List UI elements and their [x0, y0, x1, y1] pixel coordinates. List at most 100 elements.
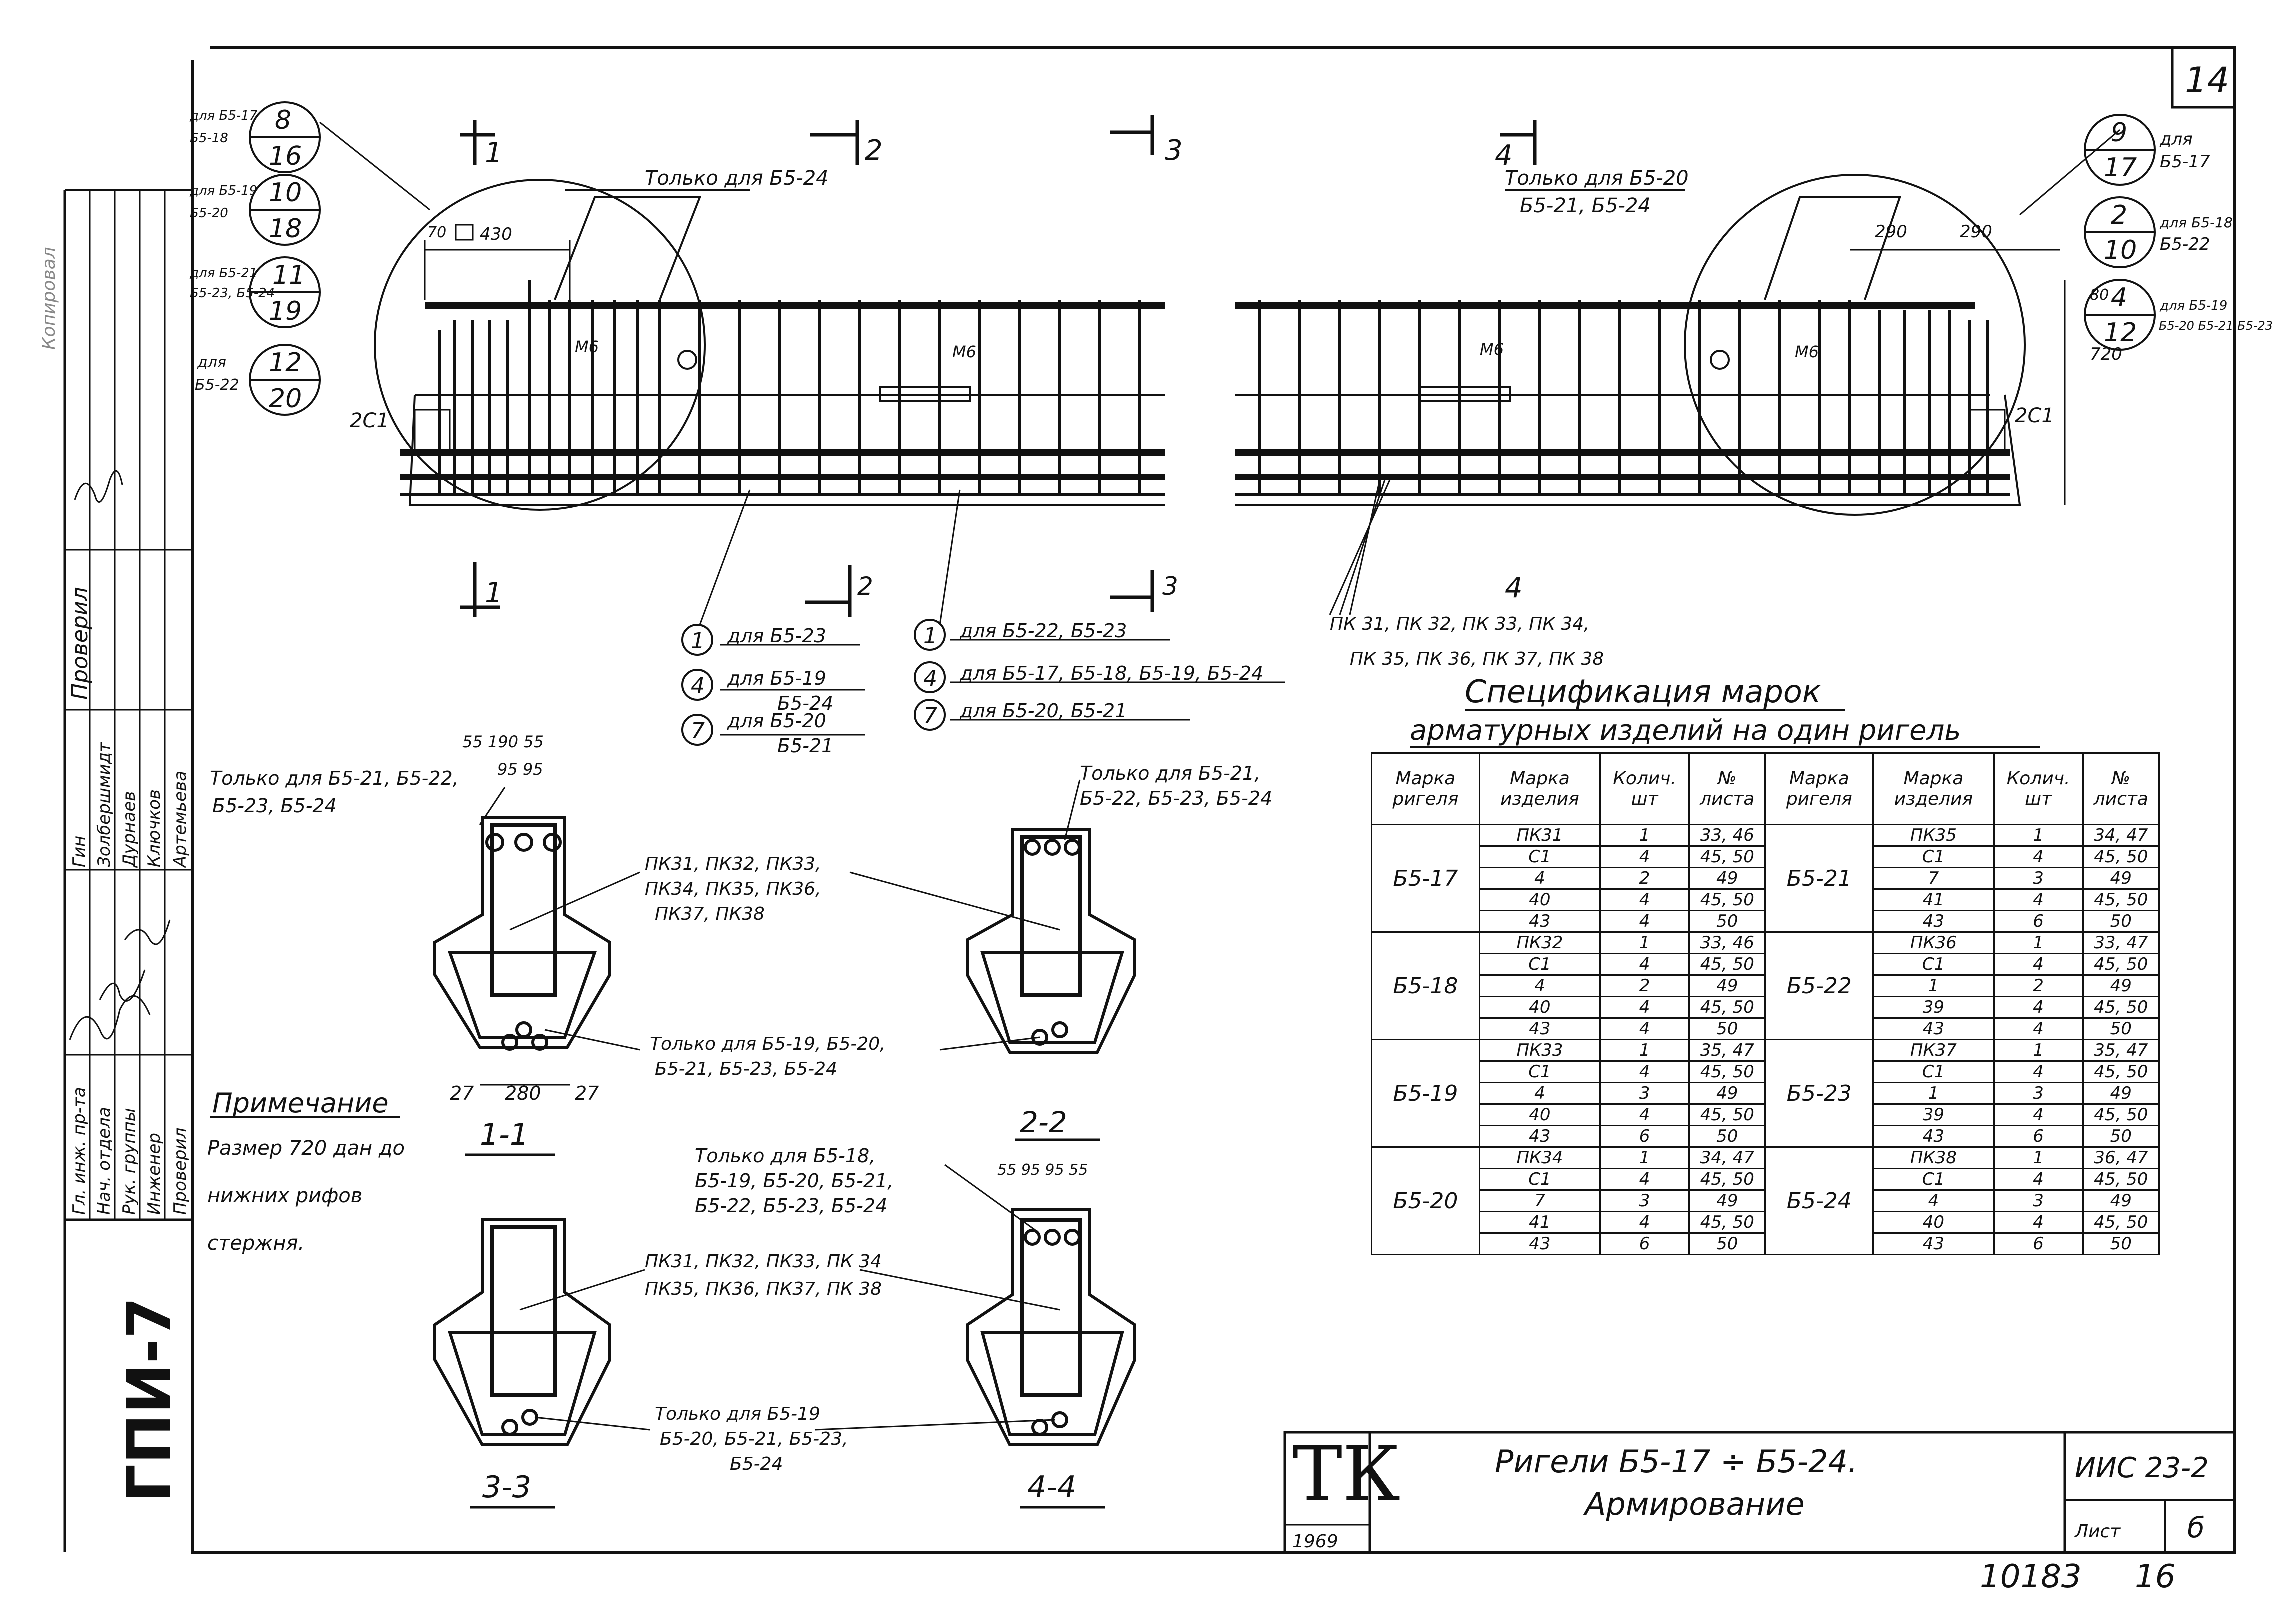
sheet-refs: 45, 50 — [2082, 996, 2160, 1019]
beam-mark: Б5-23 — [1764, 1039, 1874, 1148]
sheet-refs: 45, 50 — [1688, 1104, 1766, 1126]
section-note: Б5-20, Б5-21, Б5-23, — [660, 1429, 848, 1450]
spec-title-underlines — [1410, 709, 2040, 748]
only-for-label: Б5-21, Б5-24 — [1520, 194, 1651, 218]
callout-bottom: 17 — [2104, 153, 2137, 183]
item-qty: 6 — [1600, 1125, 1690, 1148]
section-note: Б5-24 — [730, 1454, 783, 1474]
item-qty: 6 — [1993, 1232, 2084, 1256]
item-mark: 43 — [1872, 1125, 1995, 1148]
sheet-refs: 50 — [2082, 1125, 2160, 1148]
note-line: Размер 720 дан до — [208, 1137, 405, 1160]
plate-m6: М6 — [575, 338, 599, 356]
side-name: Ключков — [144, 790, 164, 868]
sheet-refs: 50 — [1688, 1018, 1766, 1040]
item-qty: 4 — [1600, 888, 1690, 912]
section-note: Только для Б5-18, — [695, 1145, 876, 1167]
item-mark: 40 — [1478, 1104, 1602, 1126]
col-header: Колич. шт — [1993, 752, 2084, 826]
callout-label-top: для — [2160, 130, 2193, 150]
pk-list-line: ПК 35, ПК 36, ПК 37, ПК 38 — [1350, 649, 1604, 670]
callout-label-bottom: Б5-20 Б5-21 Б5-23 Б5-24 — [2159, 319, 2274, 333]
legend-num: 1 — [691, 628, 705, 654]
sheet-refs: 35, 47 — [2082, 1039, 2160, 1062]
section-mark: 3 — [1165, 134, 1183, 167]
section-mark: 2 — [865, 134, 883, 167]
sheet-refs: 36, 47 — [2082, 1146, 2160, 1170]
spec-subtitle: арматурных изделий на один ригель — [1410, 714, 1961, 747]
section-mark: 2 — [858, 572, 874, 601]
sheet-refs: 49 — [1688, 1190, 1766, 1212]
section-note: Б5-19, Б5-20, Б5-21, — [695, 1170, 894, 1192]
item-mark: 41 — [1478, 1211, 1602, 1234]
section-cut-markers — [460, 115, 1537, 618]
callout-label-bottom: Б5-22 — [2160, 234, 2210, 254]
dimension-720: 720 — [2090, 344, 2122, 364]
item-mark: 43 — [1478, 1018, 1602, 1040]
section-note: Б5-22, Б5-23, Б5-24 — [695, 1195, 888, 1217]
item-qty: 1 — [1993, 1146, 2084, 1170]
org-code: ГПИ-7 — [115, 1297, 184, 1502]
sheet-refs: 45, 50 — [2082, 1211, 2160, 1234]
sheet-refs: 45, 50 — [1688, 846, 1766, 868]
item-qty: 4 — [1993, 1168, 2084, 1191]
section-dims: 27 — [575, 1082, 599, 1104]
left-callout-circles — [249, 102, 321, 416]
callout-label-bottom: Б5-18 — [190, 131, 228, 146]
sheet-refs: 49 — [1688, 1082, 1766, 1105]
side-role: Проверил — [170, 1128, 190, 1215]
item-mark: 39 — [1872, 996, 1995, 1019]
sheet-refs: 45, 50 — [2082, 846, 2160, 868]
callout-top: 4 — [2111, 283, 2128, 313]
sheet-refs: 50 — [1688, 1125, 1766, 1148]
callout-label-bottom: Б5-20 — [190, 206, 228, 221]
section-dims: 55 95 95 55 — [998, 1162, 1088, 1179]
item-mark: ПК33 — [1478, 1039, 1602, 1062]
sheet-refs: 33, 46 — [1688, 932, 1766, 954]
pk-list-line: ПК 31, ПК 32, ПК 33, ПК 34, — [1330, 614, 1590, 634]
item-qty: 1 — [1600, 1146, 1690, 1170]
beam-mark: Б5-20 — [1371, 1146, 1480, 1256]
item-qty: 4 — [1600, 1168, 1690, 1191]
section-note: Только для Б5-21, — [1080, 762, 1260, 784]
item-mark: С1 — [1872, 953, 1995, 976]
beam-elevation-left — [320, 122, 1165, 626]
note-heading: Примечание — [212, 1088, 389, 1119]
section-note: Только для Б5-19 — [655, 1404, 820, 1424]
legend-num: 4 — [924, 666, 938, 692]
callout-top: 12 — [269, 348, 302, 378]
sheet-refs: 49 — [2082, 867, 2160, 890]
item-qty: 4 — [1600, 1018, 1690, 1040]
sheet-refs: 33, 47 — [2082, 932, 2160, 954]
callout-bottom: 16 — [269, 142, 302, 172]
beam-mark: Б5-18 — [1371, 932, 1480, 1040]
item-qty: 4 — [1993, 1018, 2084, 1040]
cross-sections — [210, 780, 1136, 1509]
section-dims: 280 — [505, 1082, 542, 1104]
pk-list: ПК31, ПК32, ПК33, — [645, 854, 822, 874]
col-header: Марка изделия — [1872, 752, 1995, 826]
item-qty: 4 — [1600, 996, 1690, 1019]
item-qty: 3 — [1993, 867, 2084, 890]
plate-m6: М6 — [952, 342, 976, 362]
side-role: Рук. группы — [120, 1108, 140, 1215]
item-mark: С1 — [1872, 1168, 1995, 1191]
callout-label-top: для Б5-19 — [190, 184, 258, 198]
callout-label-top: для Б5-17 — [190, 108, 258, 124]
item-qty: 2 — [1993, 974, 2084, 998]
stamp-sheet-label: Лист — [2074, 1522, 2121, 1542]
stamp-year: 1969 — [1292, 1532, 1338, 1552]
section-title: 2-2 — [1020, 1106, 1068, 1140]
item-qty: 4 — [1993, 953, 2084, 976]
stamp-title: Ригели Б5-17 ÷ Б5-24. — [1495, 1444, 1858, 1480]
sheet-refs: 45, 50 — [1688, 1211, 1766, 1234]
sheet-refs: 45, 50 — [2082, 1060, 2160, 1084]
note-line: нижних рифов — [208, 1184, 362, 1208]
